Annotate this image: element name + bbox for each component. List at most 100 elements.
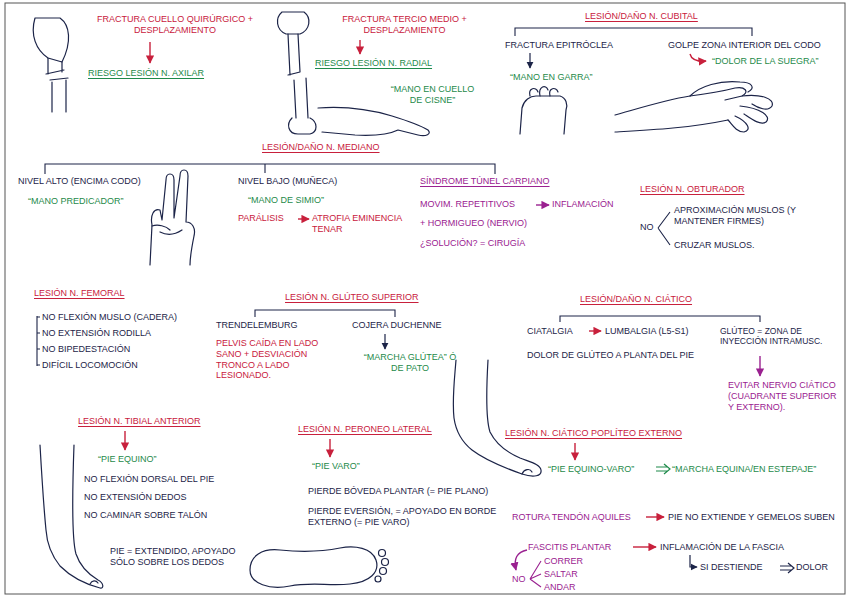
arrow [656,464,670,474]
arrow [149,42,150,63]
note-text: NO FLEXIÓN MUSLO (CADERA) [42,312,177,323]
bracket-line [530,561,541,587]
arrow [589,330,601,331]
note-text: SI DESTIENDE [700,562,763,573]
note-text: NO CAMINAR SOBRE TALÓN [84,510,207,521]
note-text: ROTURA TENDÓN AQUILES [512,512,631,523]
note-text: INFLAMACIÓN [552,199,614,210]
note-text: CIATALGIA [527,326,573,337]
note-text: “MANO EN CUELLO DE CISNE” [385,84,480,106]
section-heading: LESIÓN N. GLÚTEO SUPERIOR [285,292,419,303]
bracket-line [255,310,395,317]
note-text: NIVEL BAJO (MUÑECA) [238,176,337,187]
bone-sketch [33,12,316,134]
section-heading: LESIÓN N. PERONEO LATERAL [298,424,432,435]
note-text: PARÁLISIS [238,213,284,224]
note-text: FRACTURA TERCIO MEDIO + DESPLAZAMIENTO [322,14,487,36]
hand-sketch [150,170,195,265]
note-text: APROXIMACIÓN MUSLOS (Y MANTENER FIRMES) [674,205,842,227]
hand-sketch [530,87,558,96]
note-text: “MANO PREDICADOR” [28,196,124,207]
hand-sketch [690,82,752,96]
bracket-line [37,28,760,366]
bracket-line [45,164,495,174]
arrow [780,563,794,573]
note-text: GOLPE ZONA INTERIOR DEL CODO [668,40,821,51]
arrow [633,546,656,547]
foot-sketch [453,360,541,476]
arrow [536,204,549,205]
section-heading: RIESGO LESIÓN N. AXILAR [88,68,204,79]
note-text: SALTAR [544,569,578,580]
note-text: “DOLOR DE LA SUEGRA” [712,56,819,67]
section-heading: LESIÓN N. OBTURADOR [640,184,745,195]
note-text: NIVEL ALTO (ENCIMA CODO) [18,176,141,187]
section-heading: LESIÓN/DAÑO N. CIÁTICO [580,294,692,305]
note-text: PIE NO EXTIENDE Y GEMELOS SUBEN [668,512,840,523]
note-text: MOVIM. REPETITIVOS [420,199,515,210]
note-text: PIE = EXTENDIDO, APOYADO SÓLO SOBRE LOS … [110,546,238,568]
arrow [690,555,697,567]
bone-sketch [277,12,308,34]
note-text: EVITAR NERVIO CIÁTICO (CUADRANTE SUPERIO… [728,380,840,412]
foot-sketch [379,550,386,557]
section-heading: LESIÓN N. CIÁTICO POPLÍTEO EXTERNO [505,428,682,439]
bracket-line [560,316,760,322]
note-text: NO [640,222,654,233]
bone-sketch [288,34,300,75]
foot-sketch [382,559,389,566]
arrow [359,40,360,54]
arrow [384,334,385,349]
note-text: DOLOR [796,562,828,573]
note-text: PIERDE BÓVEDA PLANTAR (= PIE PLANO) [308,486,488,497]
page-frame [5,3,845,594]
arrow [329,439,330,457]
arrow [125,40,706,547]
section-heading: SÍNDROME TÚNEL CARPIANO [420,176,550,187]
note-text: “MANO DE SIMIO” [248,195,324,206]
note-text: TRENDELEMBURG [216,320,298,331]
arrow [124,431,125,450]
note-text: PIERDE EVERSIÓN, = APOYADO EN BORDE EXTE… [308,506,508,528]
hand-sketch [615,120,728,132]
arrow [690,54,706,61]
note-text: “MARCHA EQUINA/EN ESTEPAJE” [672,464,840,475]
note-text: LUMBALGIA (L5-S1) [605,326,689,337]
note-text: “MANO EN GARRA” [510,72,593,83]
note-text: ¿SOLUCIÓN? = CIRUGÍA [420,238,525,249]
foot-sketch [90,581,98,584]
note-text: PELVIS CAÍDA EN LADO SANO + DESVIACIÓN T… [216,338,334,381]
note-text: “MARCHA GLÚTEA” Ó DE PATO [360,352,460,374]
bone-sketch [33,18,68,62]
bracket-line [515,28,752,36]
hand-sketch [615,88,746,115]
note-text: CRUZAR MUSLOS. [674,240,755,251]
arrow [298,218,309,219]
hand-sketch [152,225,182,234]
arrow [529,53,530,68]
note-text: NO [512,574,526,585]
note-text: “PIE VARO” [312,461,360,472]
note-text: NO EXTENSIÓN RODILLA [42,328,151,339]
arrow [574,443,575,460]
note-text: ANDAR [544,582,576,593]
arrow [515,550,527,570]
bone-sketch [289,78,316,134]
note-text: INFLAMACIÓN DE LA FASCIA [660,542,784,553]
foot-sketch [380,568,387,575]
note-text: FRACTURA CUELLO QUIRÚRGICO + DESPLAZAMIE… [85,14,265,36]
bone-sketch [46,58,64,74]
arrow [759,356,760,376]
bracket-line [530,561,541,587]
section-heading: RIESGO LESIÓN N. RADIAL [315,58,432,69]
hand-sketch [728,95,772,132]
section-heading: LESIÓN/DAÑO N. MEDIANO [262,142,380,153]
note-text: CORRER [544,556,583,567]
hand-sketch [520,96,567,134]
section-heading: LESIÓN/DAÑO N. CUBITAL [585,11,698,22]
bracket-line [658,212,670,245]
note-text: NO EXTENSIÓN DEDOS [84,492,187,503]
note-text: DOLOR DE GLÚTEO A PLANTA DEL PIE [527,350,694,361]
note-text: “PIE EQUINO-VARO” [548,464,634,475]
